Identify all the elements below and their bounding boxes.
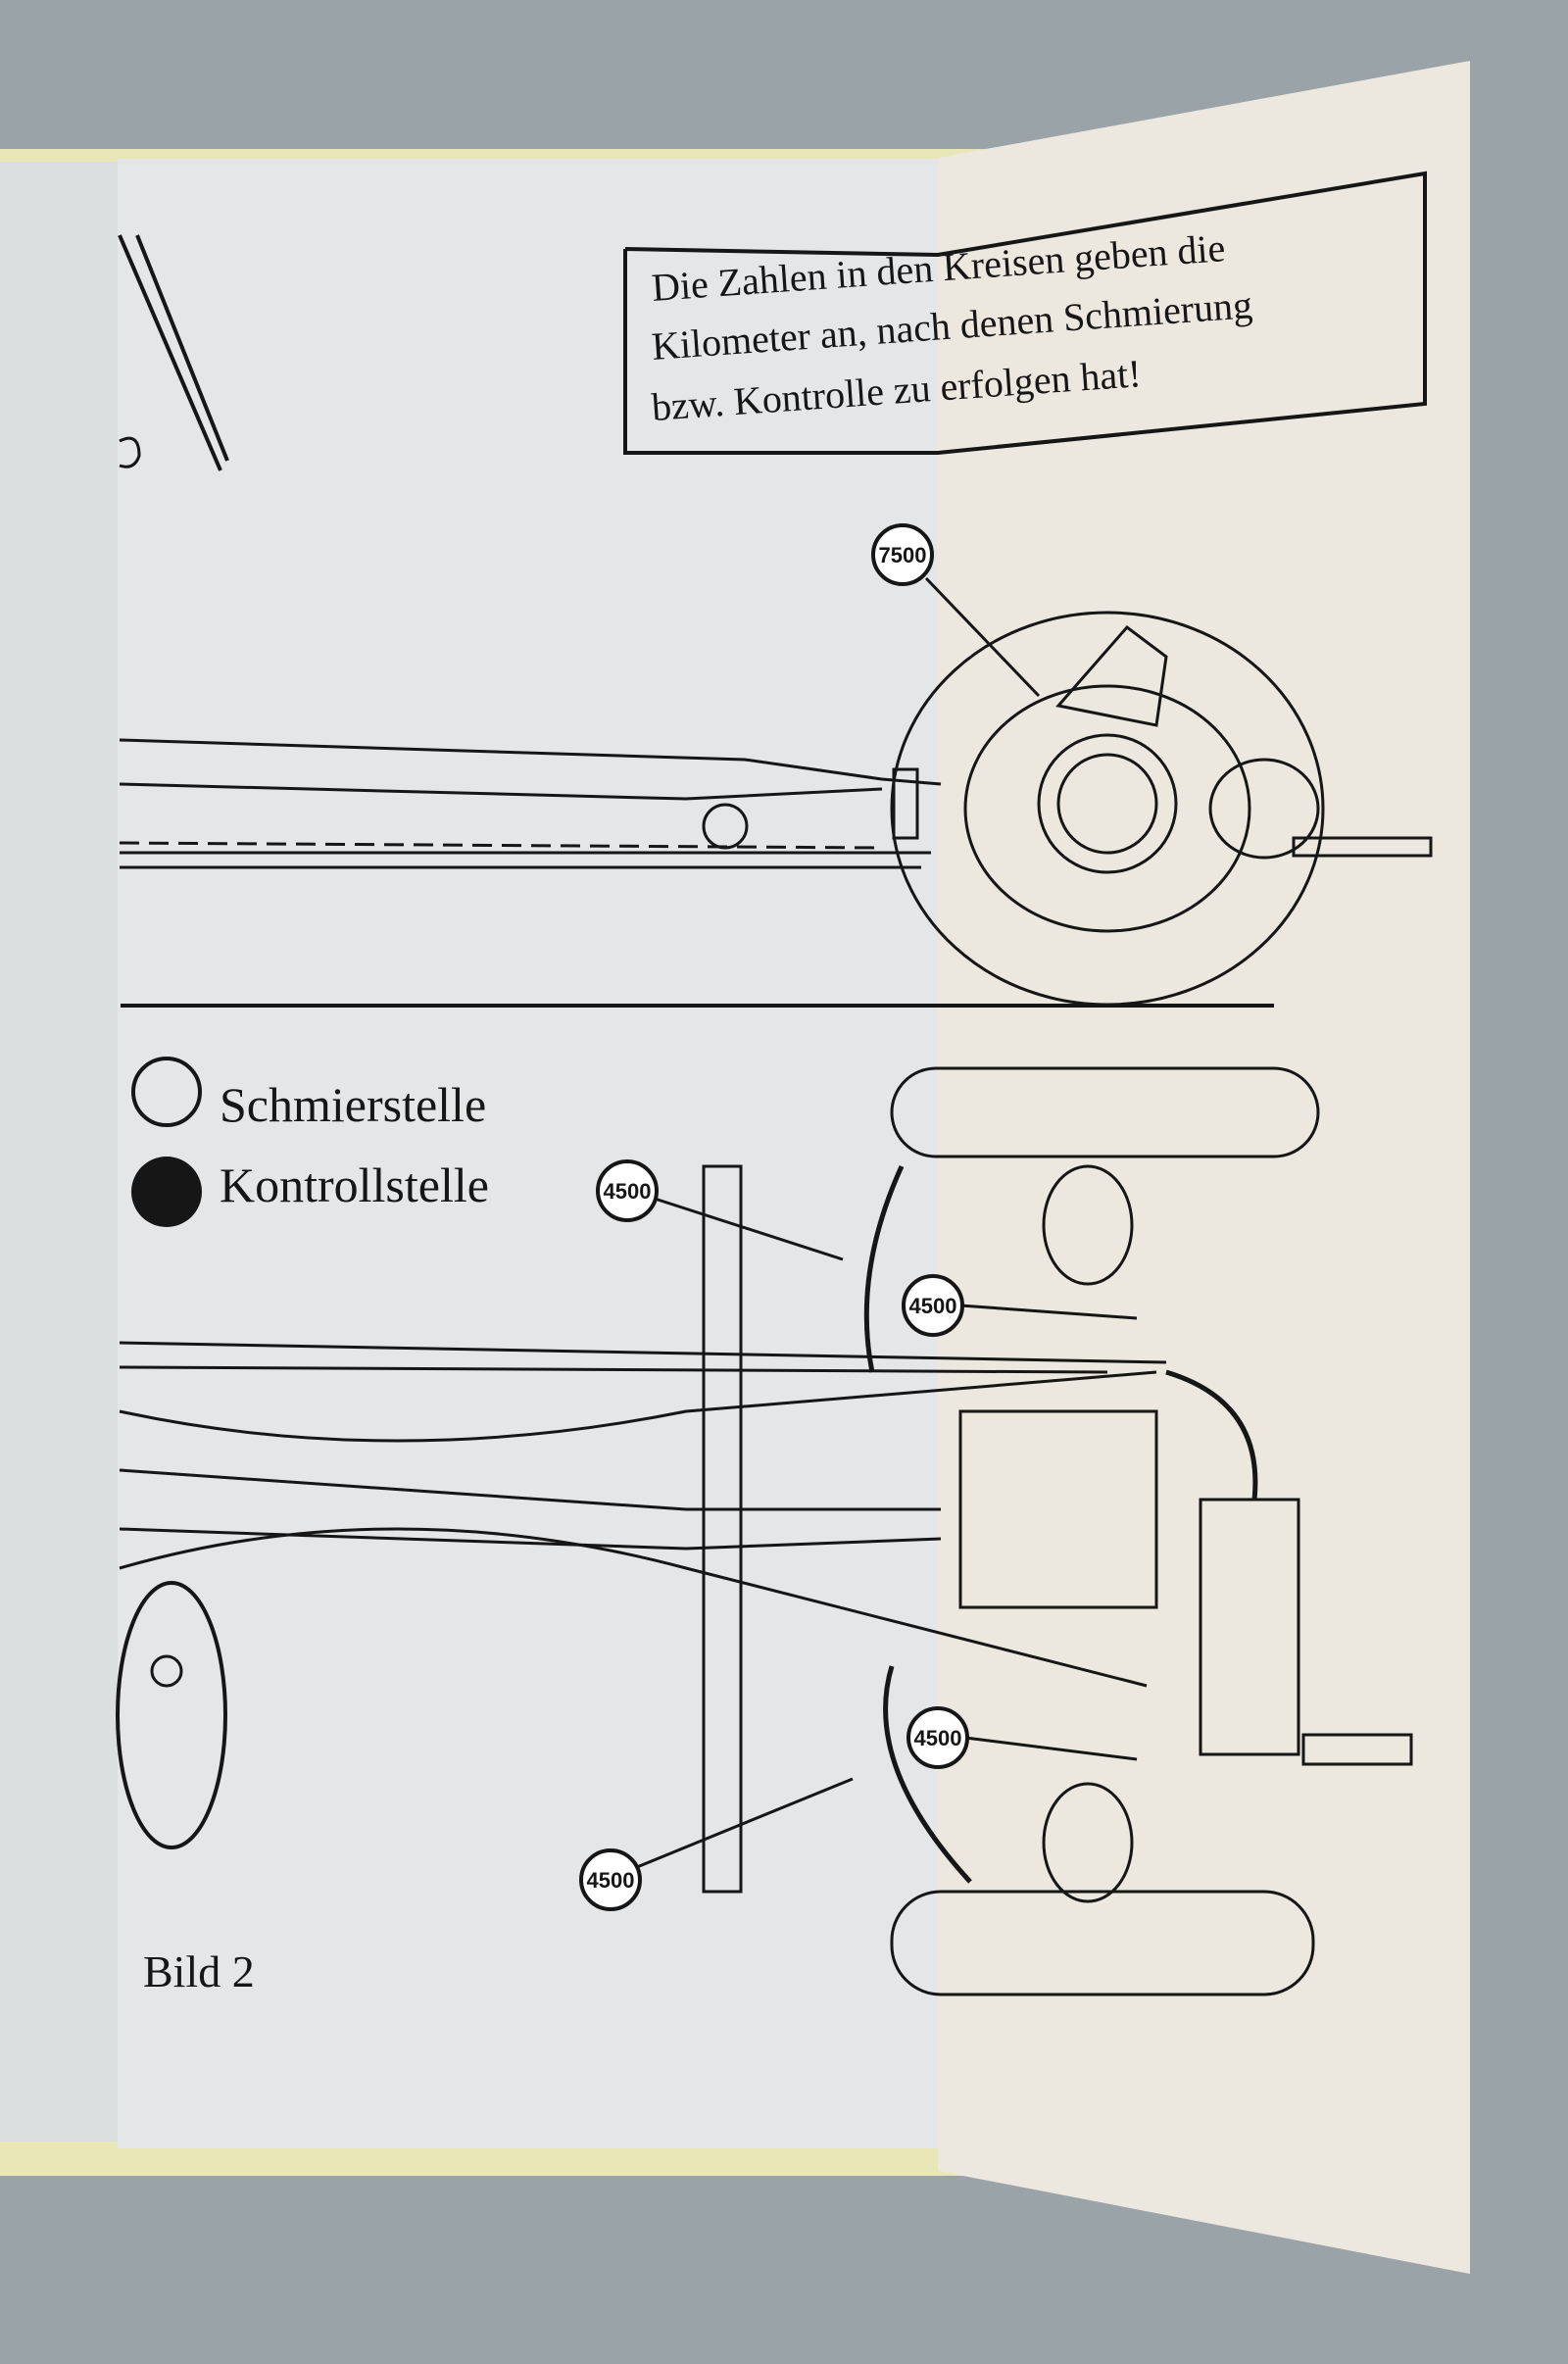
legend-label-kontrollstelle: Kontrollstelle <box>220 1157 489 1212</box>
callout-7500: 7500 <box>871 523 934 586</box>
left-page <box>118 159 941 2148</box>
figure-label: Bild 2 <box>143 1946 255 1996</box>
note-box-border <box>623 171 1427 455</box>
callout-4500: 4500 <box>579 1848 642 1911</box>
page-edge <box>0 162 118 2142</box>
open-circle-icon <box>131 1057 202 1127</box>
filled-circle-icon <box>131 1157 202 1227</box>
callout-4500: 4500 <box>906 1706 969 1769</box>
svg-text:4500: 4500 <box>587 1868 635 1893</box>
svg-text:7500: 7500 <box>879 543 927 567</box>
svg-text:4500: 4500 <box>604 1179 652 1204</box>
svg-text:4500: 4500 <box>909 1294 957 1318</box>
svg-text:4500: 4500 <box>914 1726 962 1750</box>
callout-4500: 4500 <box>902 1274 964 1337</box>
callout-4500: 4500 <box>596 1159 659 1222</box>
legend-label-schmierstelle: Schmierstelle <box>220 1077 487 1132</box>
chassis-drawing <box>116 234 1433 1996</box>
